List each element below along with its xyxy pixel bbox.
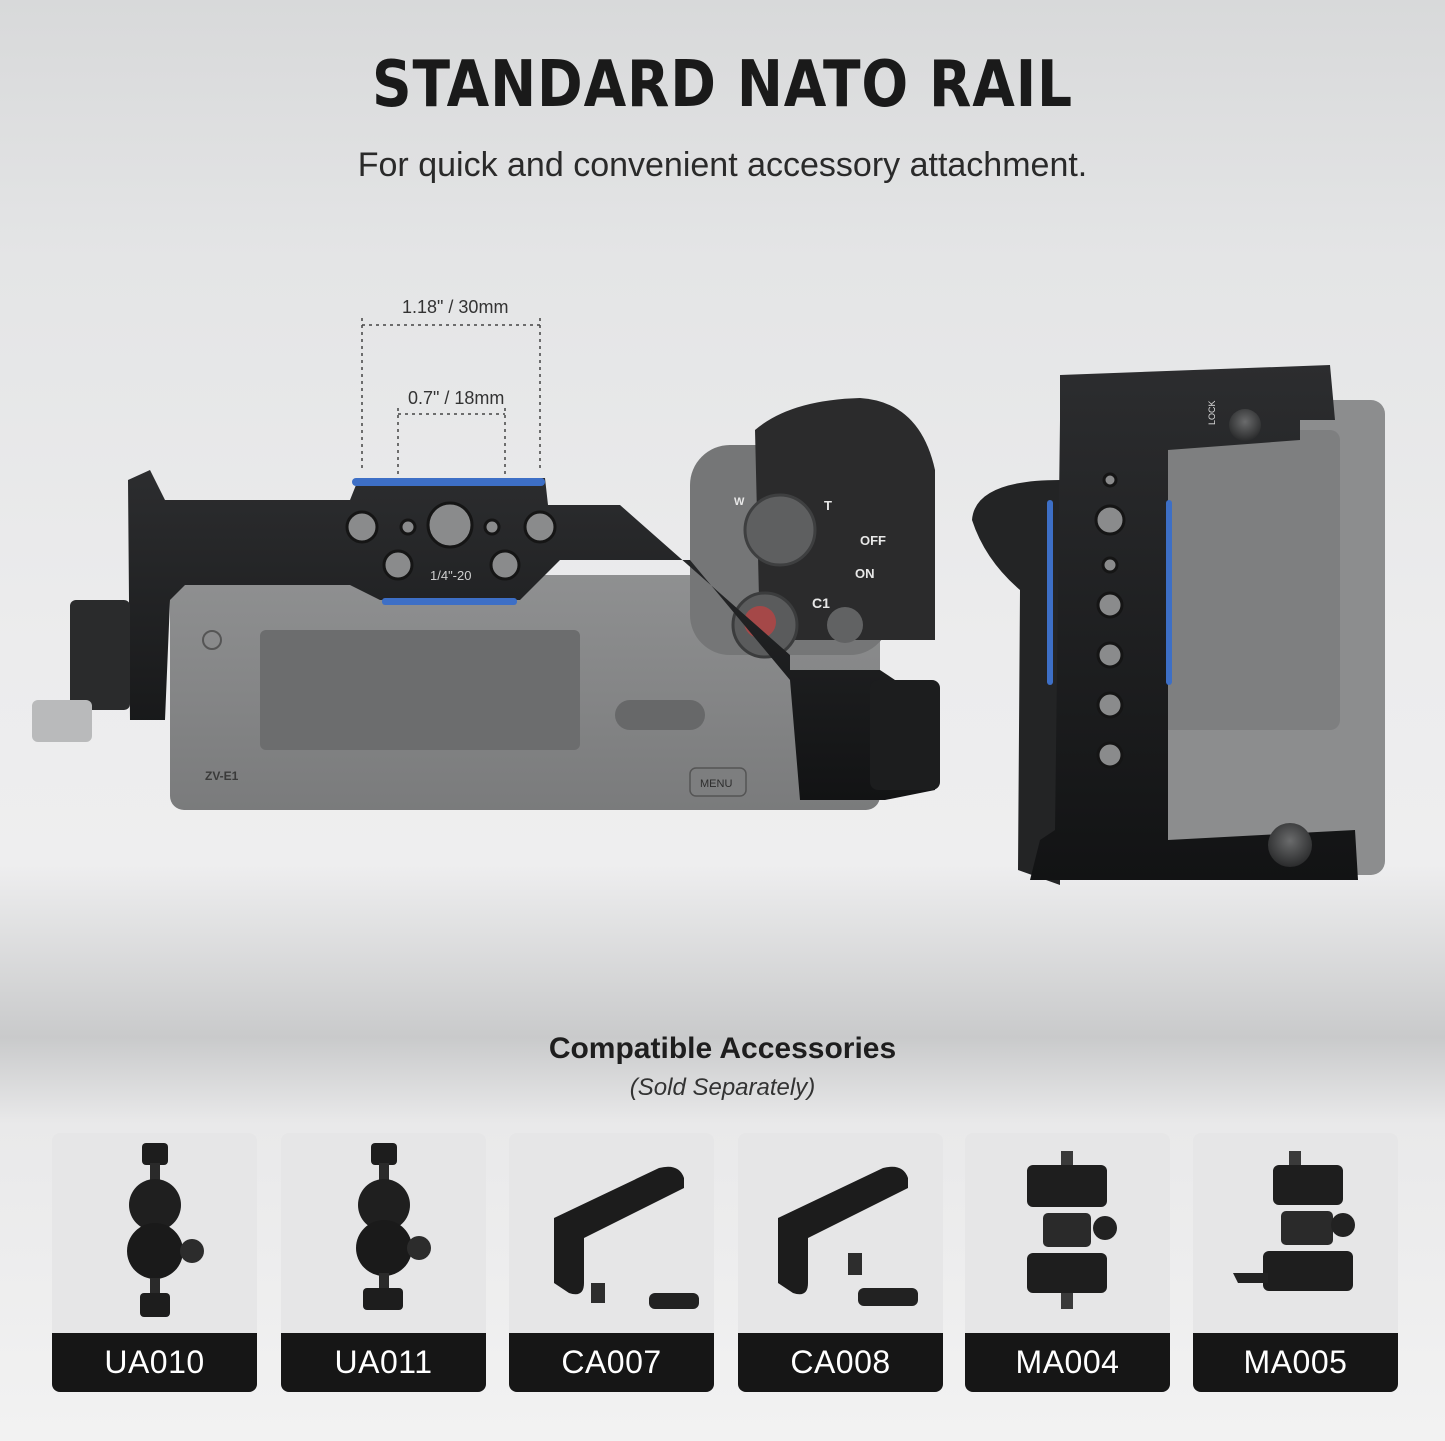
dimension-30mm-label: 1.18" / 30mm: [402, 297, 509, 317]
nato-rail-holes: [345, 501, 557, 581]
dimension-18mm: [397, 408, 506, 540]
magic-arm-icon: [356, 1143, 431, 1310]
camera-model-label: ZV-E1: [205, 769, 239, 783]
accessory-label: CA008: [738, 1333, 943, 1392]
accessory-label: UA010: [52, 1333, 257, 1392]
accessory-label: CA007: [509, 1333, 714, 1392]
dial-t-label: T: [824, 498, 832, 513]
monitor-mount-icon: [1233, 1151, 1355, 1291]
dial-off-label: OFF: [860, 533, 886, 548]
dial-c1-label: C1: [812, 595, 830, 611]
accessory-card-ma004[interactable]: MA004: [965, 1133, 1170, 1392]
accessories-heading: Compatible Accessories: [548, 1032, 897, 1065]
accessory-card-ca007[interactable]: CA007: [509, 1133, 714, 1392]
accessory-label: MA005: [1193, 1333, 1398, 1392]
lock-label: LOCK: [1207, 400, 1217, 425]
thread-label: 1/4"-20: [430, 568, 471, 583]
page-title: STANDARD NATO RAIL: [372, 48, 1073, 122]
page-subtitle: For quick and convenient accessory attac…: [357, 146, 1088, 184]
accessory-card-ma005[interactable]: MA005: [1193, 1133, 1398, 1392]
accessory-card-ca008[interactable]: CA008: [738, 1133, 943, 1392]
accessory-card-ua011[interactable]: UA011: [281, 1133, 486, 1392]
dial-on-label: ON: [855, 566, 875, 581]
camera-cage-illustration: 1/4"-20 ZV-E1 MENU OFF ON C1 T W LOCK: [32, 318, 1385, 885]
top-handle-icon: [778, 1166, 918, 1306]
accessory-label: UA011: [281, 1333, 486, 1392]
rear-nato-holes: [1094, 472, 1126, 769]
cage-rear-view: [972, 365, 1385, 885]
dimension-18mm-label: 0.7" / 18mm: [408, 388, 505, 408]
accessory-card-ua010[interactable]: UA010: [52, 1133, 257, 1392]
dimension-30mm: [361, 318, 541, 470]
accessory-label: MA004: [965, 1333, 1170, 1392]
dial-w-label: W: [734, 496, 745, 508]
top-handle-icon: [554, 1166, 699, 1309]
menu-label: MENU: [700, 778, 732, 790]
magic-arm-icon: [127, 1143, 204, 1317]
cage-side: [32, 470, 940, 800]
monitor-mount-icon: [1027, 1151, 1117, 1309]
camera-body-side: [170, 398, 935, 810]
accessories-note: (Sold Separately): [629, 1074, 816, 1101]
